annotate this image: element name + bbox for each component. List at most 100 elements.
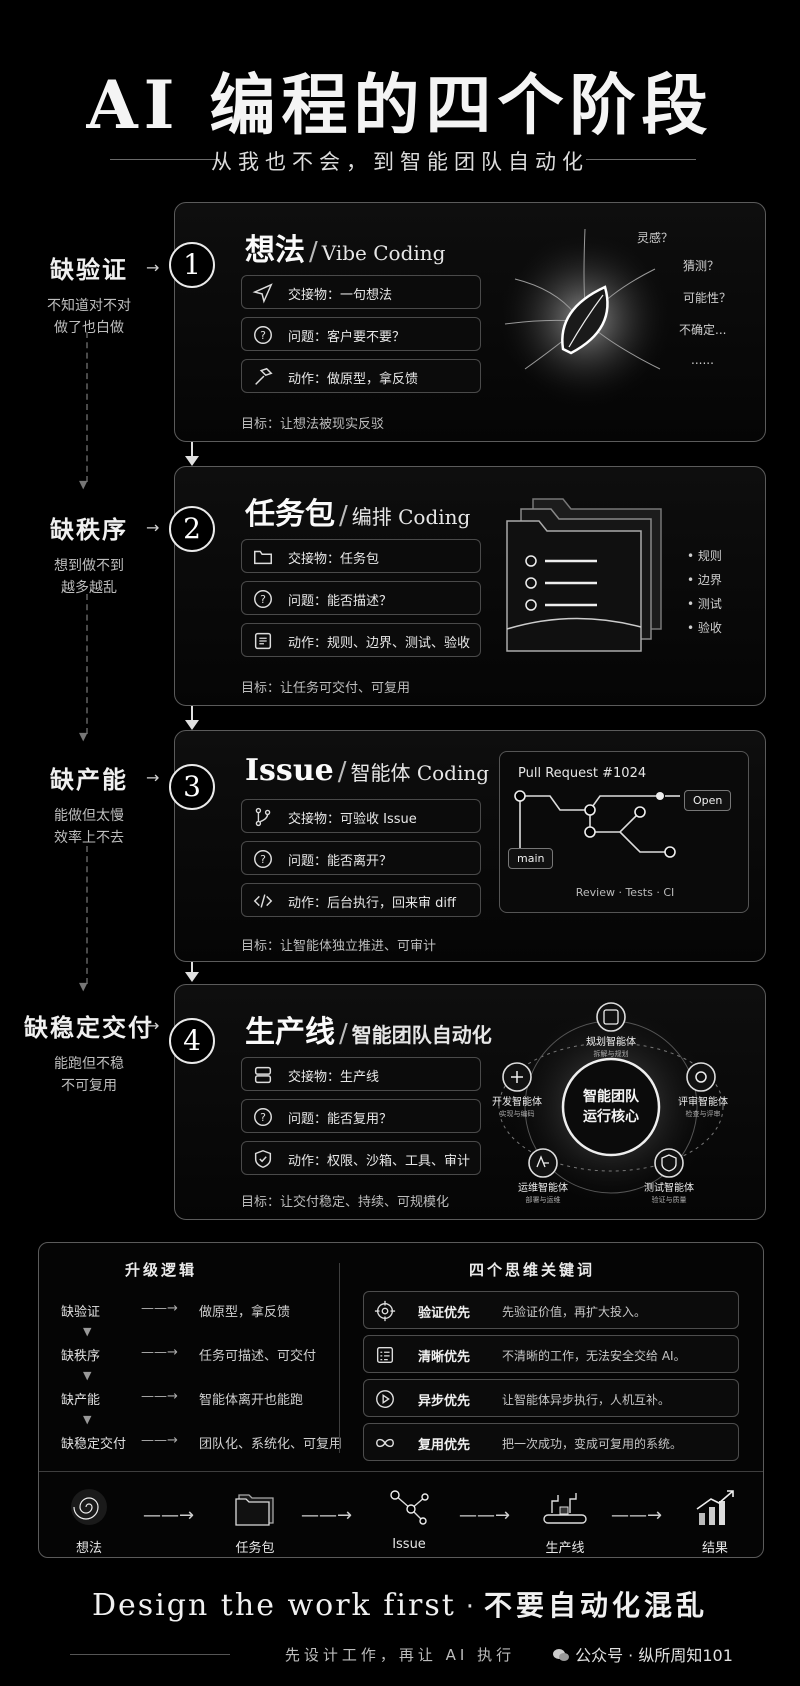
upgrade-row: 缺秩序——→任务可描述、可交付 <box>61 1345 317 1364</box>
lack-connector-tip-icon: ▼ <box>79 730 88 743</box>
stage-goal: 目标：让想法被现实反驳 <box>241 417 385 432</box>
hub-node-sub: 拆解与规划 <box>594 1049 629 1058</box>
wechat-icon <box>553 1649 569 1661</box>
checklist-icon <box>376 1346 394 1364</box>
footer-subtitle: 先设计工作，再让 AI 执行 <box>284 1646 516 1664</box>
lack-connector <box>86 332 88 482</box>
timeline-arrow-icon <box>185 720 199 730</box>
lack-sub: 能做但太慢效率上不去 <box>54 808 124 846</box>
target-icon <box>374 1300 396 1322</box>
flow-step-task: 任务包 <box>215 1487 295 1556</box>
down-arrow-icon: ▼ <box>83 1369 92 1382</box>
stage-row-deliverable: 交接物：任务包 <box>241 539 481 573</box>
code-icon <box>253 894 273 908</box>
upgrade-row: 缺产能——→智能体离开也能跑 <box>61 1389 304 1408</box>
lack-sub: 能跑但不稳不可复用 <box>54 1056 124 1094</box>
list-icon <box>254 632 272 650</box>
lack-sub: 想到做不到越多越乱 <box>54 558 124 596</box>
keyword-row: 验证优先 先验证价值，再扩大投入。 <box>363 1291 739 1329</box>
server-stack-icon <box>254 1066 272 1084</box>
stage-row-question: ? 问题：能否离开？ <box>241 841 481 875</box>
lack-block-1: 缺验证 不知道对不对做了也白做 <box>14 250 164 339</box>
svg-text:?: ? <box>260 1111 266 1124</box>
hammer-icon <box>255 367 273 385</box>
page-title: AI 编程的四个阶段 <box>86 66 714 144</box>
summary-divider <box>339 1263 340 1453</box>
infinity-icon <box>376 1438 394 1448</box>
keyword-row: 异步优先 让智能体异步执行，人机互补。 <box>363 1379 739 1417</box>
stage-row-action: 动作：规则、边界、测试、验收 <box>241 623 481 657</box>
flow-arrow-icon: ——→ <box>611 1505 663 1526</box>
git-branch-icon <box>255 807 271 827</box>
question-icon: ? <box>254 1108 272 1126</box>
git-graph-icon <box>390 1490 429 1525</box>
lack-connector-tip-icon: ▼ <box>79 478 88 491</box>
flow-arrow-icon: ——→ <box>143 1505 195 1526</box>
stage-row-deliverable: 交接物：一句想法 <box>241 275 481 309</box>
stage-row-question: ? 问题：能否复用？ <box>241 1099 481 1133</box>
lack-arrow-icon: → <box>146 1016 160 1035</box>
timeline-arrow-icon <box>185 972 199 982</box>
paper-plane-icon <box>252 283 273 304</box>
stage-row-question: ? 问题：客户要不要？ <box>241 317 481 351</box>
question-icon: ? <box>254 850 272 868</box>
question-icon: ? <box>254 326 272 344</box>
shield-check-icon <box>254 1149 272 1169</box>
lack-connector <box>86 846 88 984</box>
upgrade-logic-title: 升级逻辑 <box>125 1261 198 1279</box>
lack-block-3: 缺产能 能做但太慢效率上不去 <box>14 760 164 849</box>
keyword-row: 清晰优先 不清晰的工作，无法安全交给 AI。 <box>363 1335 739 1373</box>
lack-arrow-icon: → <box>146 258 160 277</box>
task-folder-stack-icon <box>506 498 662 652</box>
stage-goal: 目标：让智能体独立推进、可审计 <box>241 939 437 954</box>
lack-connector <box>86 594 88 734</box>
stage-number-3: 3 <box>169 764 215 810</box>
agent-hub-diagram: 智能团队 运行核心 规划智能体 拆解与规划 评审智能体 检查与评审 测试智能体 … <box>492 1002 728 1211</box>
down-arrow-icon: ▼ <box>83 1325 92 1338</box>
stage-number-2: 2 <box>169 506 215 552</box>
pr-checks-label: Review · Tests · CI <box>575 886 675 899</box>
idea-spark-icon <box>495 228 675 409</box>
lack-title: 缺验证 <box>50 256 128 284</box>
stage-card-3: Issue/智能体 Coding 交接物：可验收 Issue ? 问题：能否离开… <box>174 730 766 962</box>
flow-step-idea: 想法 <box>49 1487 129 1556</box>
lack-block-2: 缺秩序 想到做不到越多越乱 <box>14 510 164 599</box>
lack-sub: 不知道对不对做了也白做 <box>47 298 131 336</box>
stage-row-action: 动作：做原型，拿反馈 <box>241 359 481 393</box>
timeline-arrow-icon <box>185 456 199 466</box>
flow-divider <box>39 1471 763 1472</box>
stage-title: 任务包/编排 Coding <box>245 497 471 532</box>
hub-node-name: 开发智能体 <box>492 1095 542 1108</box>
flow-arrow-icon: ——→ <box>459 1505 511 1526</box>
stage-row-deliverable: 交接物：生产线 <box>241 1057 481 1091</box>
subtitle-rule-left <box>110 159 220 160</box>
watermark: 公众号 · 纵所周知101 <box>552 1642 733 1666</box>
stage-row-action: 动作：后台执行，回来审 diff <box>241 883 481 917</box>
flow-arrow-icon: ——→ <box>301 1505 353 1526</box>
lack-title: 缺产能 <box>50 766 128 794</box>
stage-card-1: 想法/Vibe Coding 交接物：一句想法 ? 问题：客户要不要？ 动作：做… <box>174 202 766 442</box>
upgrade-row: 缺验证——→做原型，拿反馈 <box>61 1301 291 1320</box>
lack-arrow-icon: → <box>146 768 160 787</box>
hub-node-name: 运维智能体 <box>518 1181 568 1194</box>
flow-step-result: 结果 <box>675 1487 755 1556</box>
svg-text:?: ? <box>260 853 266 866</box>
hub-node-name: 评审智能体 <box>678 1095 728 1108</box>
subtitle-rule-right <box>586 159 696 160</box>
play-icon <box>376 1390 394 1408</box>
growth-chart-icon <box>696 1490 734 1525</box>
pr-open-badge: Open <box>684 790 732 811</box>
lack-title: 缺稳定交付 <box>24 1014 154 1042</box>
footer-sub-row: 先设计工作，再让 AI 执行 <box>0 1644 800 1666</box>
footer-rule-left <box>70 1654 230 1655</box>
stage-row-question: ? 问题：能否描述？ <box>241 581 481 615</box>
hub-node-name: 规划智能体 <box>586 1035 636 1048</box>
hub-node-name: 测试智能体 <box>644 1181 694 1194</box>
lack-block-4: 缺稳定交付 能跑但不稳不可复用 <box>14 1008 164 1097</box>
pull-request-panel: Pull Request #1024 Open main Review · Te… <box>499 751 749 913</box>
keyword-row: 复用优先 把一次成功，变成可复用的系统。 <box>363 1423 739 1461</box>
pr-main-branch-badge: main <box>508 848 554 869</box>
down-arrow-icon: ▼ <box>83 1413 92 1426</box>
summary-panel: 升级逻辑 四个思维关键词 缺验证——→做原型，拿反馈 ▼ 缺秩序——→任务可描述… <box>38 1242 764 1558</box>
page-subtitle: 从我也不会，到智能团队自动化 <box>211 150 589 174</box>
